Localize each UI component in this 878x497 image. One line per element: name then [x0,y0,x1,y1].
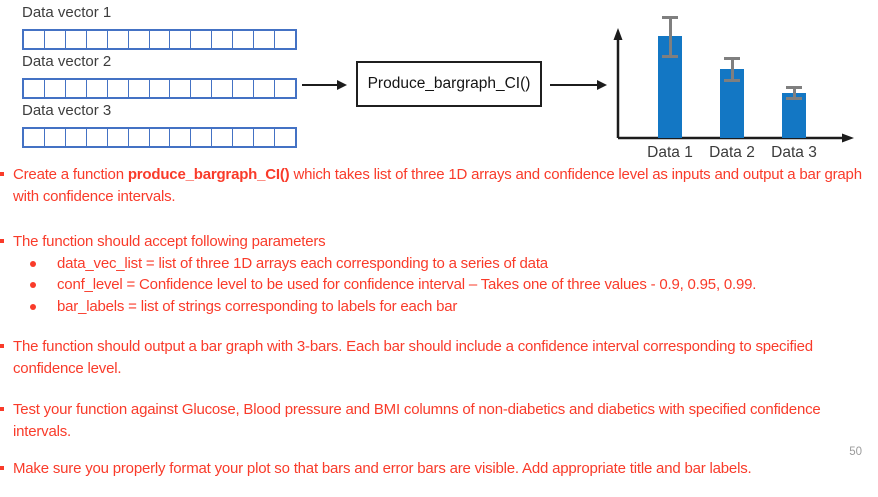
array-cell [212,31,234,48]
bullet-2-heading: The function should accept following par… [13,233,326,250]
error-bar-3-bottom-cap [786,97,802,100]
array-cell [128,80,150,97]
bar-label-2: Data 2 [709,144,755,161]
bullet-create-function: Create a function produce_bargraph_CI() … [0,164,866,207]
array-cell [212,80,234,97]
data-vector-1-label: Data vector 1 [22,4,112,21]
data-vector-2-array [22,78,297,99]
array-cell [170,31,192,48]
bullet-output-bargraph: The function should output a bar graph w… [0,336,866,379]
array-cell [86,31,108,48]
array-cell [128,129,150,146]
param-data-vec-list: data_vec_list = list of three 1D arrays … [13,253,866,275]
array-cell [107,80,129,97]
array-cell [44,31,66,48]
array-cell [275,80,295,97]
array-cell [254,31,276,48]
parameter-list: data_vec_list = list of three 1D arrays … [13,253,866,318]
array-cell [24,129,45,146]
array-cell [86,80,108,97]
array-cell [44,129,66,146]
data-vector-1-array [22,29,297,50]
param-conf-level: conf_level = Confidence level to be used… [13,274,866,296]
array-cell [254,129,276,146]
array-cell [44,80,66,97]
bullet-parameters: The function should accept following par… [0,231,866,318]
bullet-1-lead: Create a function [13,166,128,183]
arrow-to-function-line [302,84,338,86]
array-cell [24,31,45,48]
data-vector-2-label: Data vector 2 [22,53,112,70]
bullet-1-function-name: produce_bargraph_CI() [127,166,290,183]
array-cell [149,129,171,146]
array-cell [191,129,213,146]
error-bar-1-line [668,17,672,56]
array-cell [24,80,45,97]
array-cell [170,80,192,97]
data-vector-3-array [22,127,297,148]
arrow-to-function-head-icon [337,80,347,90]
array-cell [128,31,150,48]
arrow-to-chart-line [550,84,598,86]
error-bar-2-bottom-cap [724,79,740,82]
array-cell [65,80,87,97]
array-cell [65,129,87,146]
array-cell [170,129,192,146]
array-cell [86,129,108,146]
array-cell [107,129,129,146]
bullet-1-rest: which takes list of three 1D arrays and … [13,166,862,205]
data-vector-3-label: Data vector 3 [22,102,112,119]
array-cell [191,80,213,97]
error-bar-3-line [792,87,796,98]
bar-label-3: Data 3 [771,144,817,161]
array-cell [233,80,255,97]
error-bar-1-bottom-cap [662,55,678,58]
bar-3 [782,93,806,138]
bullet-format-plot: Make sure you properly format your plot … [0,458,866,480]
array-cell [254,80,276,97]
array-cell [191,31,213,48]
param-bar-labels: bar_labels = list of strings correspondi… [13,296,866,318]
array-cell [233,129,255,146]
error-bar-2-top-cap [724,57,740,60]
array-cell [107,31,129,48]
array-cell [212,129,234,146]
error-bar-3-top-cap [786,86,802,89]
array-cell [275,129,295,146]
bar-chart: Data 1 Data 2 Data 3 [590,0,878,172]
bar-label-1: Data 1 [647,144,693,161]
array-cell [149,80,171,97]
function-box: Produce_bargraph_CI() [356,61,542,107]
page-number: 50 [849,446,862,458]
array-cell [65,31,87,48]
error-bar-2-line [730,58,734,80]
function-box-label: Produce_bargraph_CI() [367,75,531,92]
array-cell [149,31,171,48]
error-bar-1-top-cap [662,16,678,19]
bullet-test-function: Test your function against Glucose, Bloo… [0,399,866,442]
array-cell [275,31,295,48]
chart-axes [613,28,854,143]
arrow-to-chart-head-icon [597,80,607,90]
array-cell [233,31,255,48]
